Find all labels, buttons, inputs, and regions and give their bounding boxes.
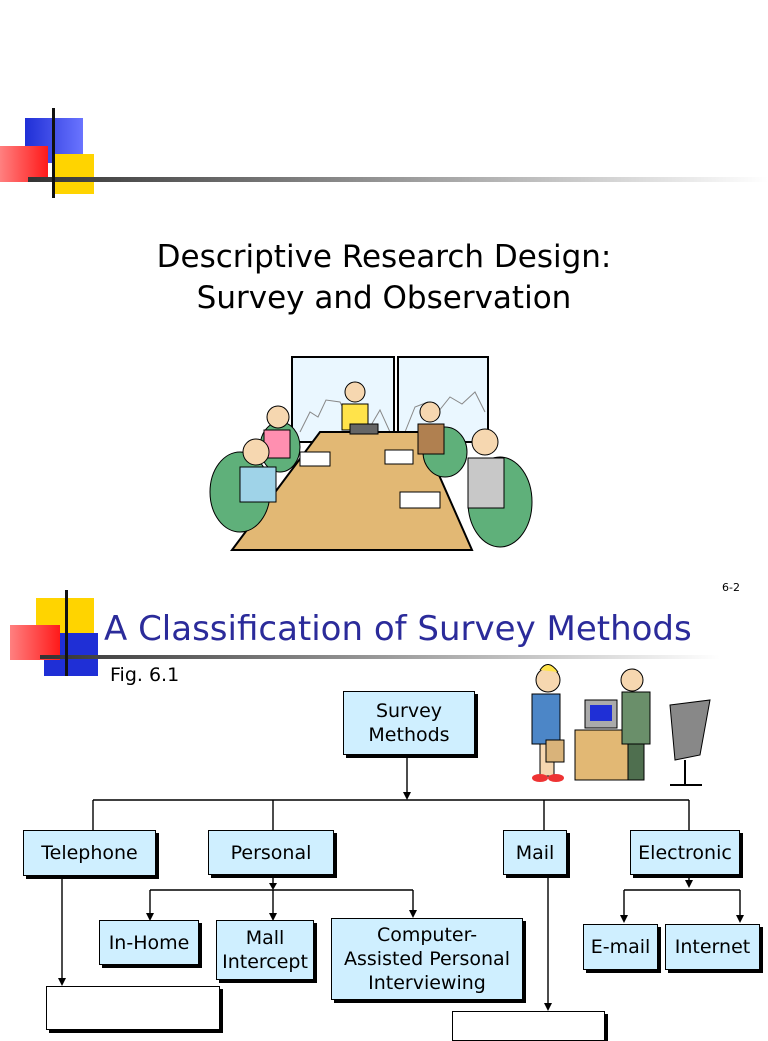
slide-number: 6-2 xyxy=(722,581,740,594)
office-clipart-icon xyxy=(531,664,711,786)
node-in-home: In-Home xyxy=(99,920,199,965)
slide-heading: A Classification of Survey Methods xyxy=(104,609,692,649)
node-telephone-child xyxy=(46,986,220,1030)
node-personal: Personal xyxy=(208,830,334,875)
node-internet: Internet xyxy=(665,924,760,970)
meeting-clipart-icon xyxy=(209,356,533,551)
slide-title-line1: Descriptive Research Design: xyxy=(156,239,612,275)
slide-title-line2: Survey and Observation xyxy=(196,280,572,316)
node-telephone: Telephone xyxy=(23,830,156,876)
node-survey-methods: Survey Methods xyxy=(343,691,475,755)
title-decoration-bottom xyxy=(0,590,768,676)
meeting-clipart xyxy=(200,352,540,554)
node-capi: Computer-Assisted Personal Interviewing xyxy=(331,918,523,1000)
node-mail-child xyxy=(452,1011,605,1041)
node-electronic: Electronic xyxy=(630,830,740,875)
node-mail: Mail xyxy=(503,830,567,875)
title-decoration-icon xyxy=(10,590,720,676)
office-clipart xyxy=(510,660,720,790)
title-decoration-icon xyxy=(0,108,768,198)
node-email: E-mail xyxy=(583,924,658,970)
figure-label: Fig. 6.1 xyxy=(110,664,180,686)
title-decoration-top xyxy=(0,108,768,198)
node-mall-intercept: Mall Intercept xyxy=(216,920,314,980)
